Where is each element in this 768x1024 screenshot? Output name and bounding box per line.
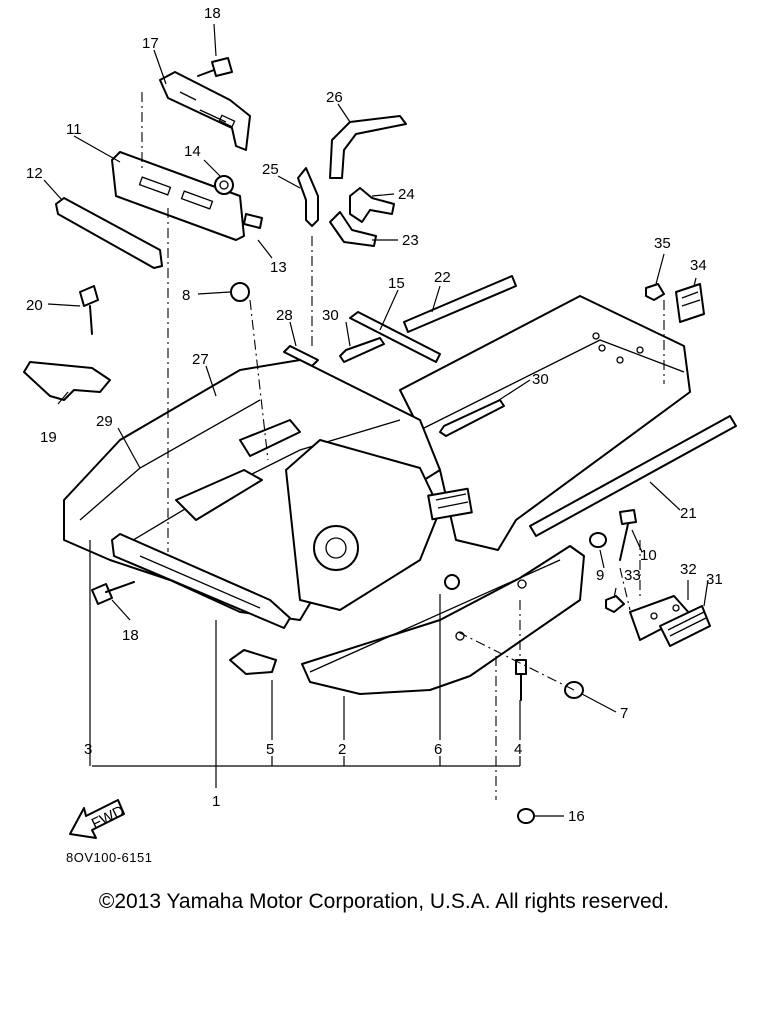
callout-14: 14 bbox=[184, 143, 201, 160]
copyright-notice: ©2013 Yamaha Motor Corporation, U.S.A. A… bbox=[98, 890, 670, 913]
part-bracket-17 bbox=[159, 71, 251, 151]
part-nut-35 bbox=[645, 283, 665, 301]
leader-lines bbox=[43, 23, 709, 817]
part-cap-16 bbox=[517, 808, 535, 824]
callout-9: 9 bbox=[596, 567, 604, 584]
callout-5: 5 bbox=[266, 741, 274, 758]
alignment-lines bbox=[141, 92, 665, 800]
part-plug-6 bbox=[444, 574, 460, 590]
callout-labels: 18 17 11 14 12 26 25 24 23 13 35 34 20 8… bbox=[26, 5, 723, 825]
callout-7: 7 bbox=[620, 705, 628, 722]
part-strip-30-upper bbox=[339, 337, 385, 363]
callout-12: 12 bbox=[26, 165, 43, 182]
callout-24: 24 bbox=[398, 186, 415, 203]
part-bracket-23 bbox=[329, 211, 377, 247]
part-bracket-24 bbox=[349, 187, 395, 223]
callout-30-upper: 30 bbox=[322, 307, 339, 324]
part-plate-11 bbox=[111, 151, 245, 241]
callout-21: 21 bbox=[680, 505, 697, 522]
callout-30-lower: 30 bbox=[532, 371, 549, 388]
fwd-arrow-icon: FWD bbox=[69, 799, 127, 839]
part-guard-19 bbox=[23, 361, 111, 401]
part-bracket-5 bbox=[229, 649, 277, 675]
part-rail-12 bbox=[55, 197, 163, 269]
callout-35: 35 bbox=[654, 235, 671, 252]
callout-18-top: 18 bbox=[204, 5, 221, 22]
part-side-rail-21 bbox=[529, 415, 737, 537]
part-nut-33 bbox=[605, 595, 625, 613]
part-bolt-18-lower bbox=[91, 581, 135, 605]
part-washer-8 bbox=[230, 282, 250, 302]
part-strip-30-lower bbox=[439, 399, 505, 437]
callout-19: 19 bbox=[40, 429, 57, 446]
callout-29: 29 bbox=[96, 413, 113, 430]
callout-2: 2 bbox=[338, 741, 346, 758]
part-rail-22 bbox=[403, 275, 517, 333]
callout-16: 16 bbox=[568, 808, 585, 825]
callout-10: 10 bbox=[640, 547, 657, 564]
callout-23: 23 bbox=[402, 232, 419, 249]
part-reflector-34 bbox=[675, 283, 705, 323]
callout-32: 32 bbox=[680, 561, 697, 578]
part-bar-15 bbox=[349, 311, 441, 363]
callout-20: 20 bbox=[26, 297, 43, 314]
callout-17: 17 bbox=[142, 35, 159, 52]
callout-28: 28 bbox=[276, 307, 293, 324]
part-crossmember-1 bbox=[111, 533, 291, 629]
callout-1: 1 bbox=[212, 793, 220, 810]
part-reflector-31 bbox=[659, 605, 711, 647]
callout-4: 4 bbox=[514, 741, 522, 758]
callout-34: 34 bbox=[690, 257, 707, 274]
part-bolt-10 bbox=[619, 509, 637, 561]
callout-22: 22 bbox=[434, 269, 451, 286]
callout-6: 6 bbox=[434, 741, 442, 758]
part-bolt-20 bbox=[79, 285, 99, 335]
callout-26: 26 bbox=[326, 89, 343, 106]
part-washer-9 bbox=[589, 532, 607, 548]
callout-27: 27 bbox=[192, 351, 209, 368]
part-handle-26 bbox=[329, 115, 407, 179]
part-tab-13 bbox=[243, 213, 263, 229]
callout-8: 8 bbox=[182, 287, 190, 304]
figure-code: 8OV100-6151 bbox=[66, 850, 153, 865]
callout-11: 11 bbox=[66, 121, 82, 138]
callout-13: 13 bbox=[270, 259, 287, 276]
part-bracket-25 bbox=[297, 167, 319, 227]
part-bolt-18-top bbox=[197, 57, 233, 77]
part-nut-14 bbox=[214, 175, 234, 195]
part-side-panel-2 bbox=[301, 545, 585, 695]
callout-25: 25 bbox=[262, 161, 279, 178]
callout-18-lower: 18 bbox=[122, 627, 139, 644]
callout-3: 3 bbox=[84, 741, 92, 758]
part-pin-4 bbox=[515, 659, 527, 701]
callout-33: 33 bbox=[624, 567, 641, 584]
callout-15: 15 bbox=[388, 275, 405, 292]
callout-31: 31 bbox=[706, 571, 723, 588]
